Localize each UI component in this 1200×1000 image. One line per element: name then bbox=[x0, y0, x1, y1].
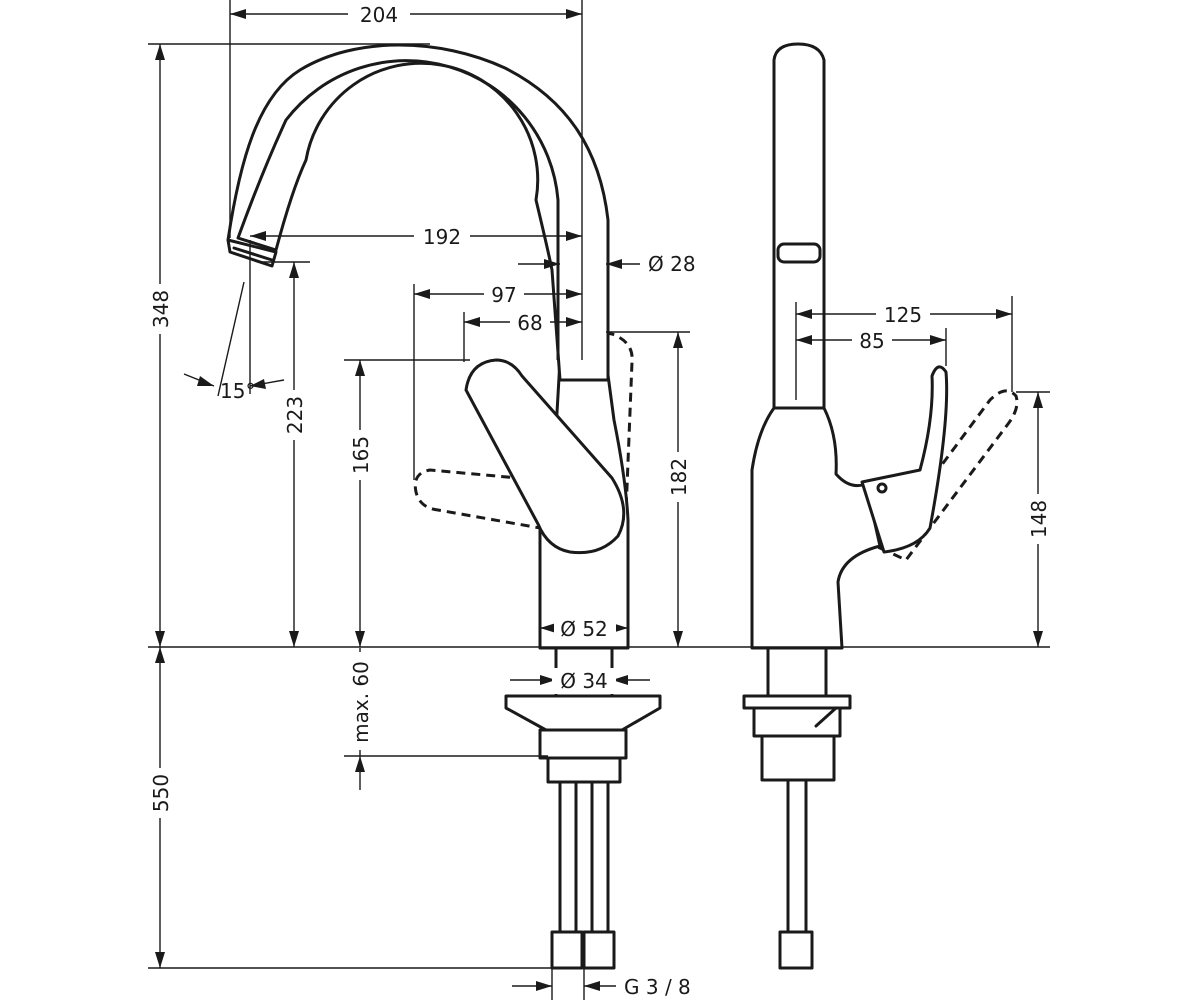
label-spout-tilt: 15° bbox=[220, 379, 255, 403]
label-spout-reach: 204 bbox=[360, 3, 398, 27]
side-hose bbox=[786, 778, 808, 934]
side-mount-plate bbox=[742, 694, 852, 710]
label-lever-reach: 68 bbox=[517, 311, 542, 335]
label-side-reach: 125 bbox=[884, 303, 922, 327]
side-lever-pin bbox=[876, 482, 888, 494]
front-hose-end-left bbox=[550, 930, 584, 970]
front-view bbox=[226, 43, 662, 970]
label-side-height: 148 bbox=[1027, 500, 1051, 538]
label-spout-diameter: Ø 28 bbox=[648, 252, 696, 276]
label-body-diameter: Ø 52 bbox=[560, 617, 608, 641]
label-body-height: 182 bbox=[667, 458, 691, 496]
front-spout bbox=[226, 43, 610, 382]
label-lever-height: 165 bbox=[349, 436, 373, 474]
front-lever bbox=[464, 358, 626, 555]
side-lever bbox=[860, 365, 949, 554]
label-lever-reach-open: 97 bbox=[491, 283, 516, 307]
label-connection: G 3 / 8 bbox=[624, 975, 691, 999]
front-hose-left bbox=[558, 780, 578, 934]
dimension-lines bbox=[148, 0, 1050, 1000]
label-aerator-height: 223 bbox=[283, 396, 307, 434]
front-aerator-ring bbox=[232, 246, 274, 262]
side-mount-nut bbox=[752, 706, 842, 738]
side-mount-washer bbox=[760, 734, 836, 782]
front-mount-washer bbox=[546, 756, 622, 784]
side-mount-clip bbox=[814, 706, 838, 728]
label-max-deck: max. 60 bbox=[349, 661, 373, 743]
front-hose-right bbox=[590, 780, 610, 934]
side-aerator bbox=[776, 242, 822, 264]
front-mount-nut bbox=[538, 728, 628, 760]
front-lever-ghost-left bbox=[413, 468, 542, 530]
label-aerator-reach: 192 bbox=[423, 225, 461, 249]
side-shank bbox=[766, 646, 828, 698]
label-shank-diameter: Ø 34 bbox=[560, 669, 608, 693]
label-side-lever: 85 bbox=[859, 329, 884, 353]
side-view bbox=[742, 42, 1019, 970]
dimension-labels: 204 192 Ø 28 97 68 15° 348 223 165 182 Ø… bbox=[148, 2, 1052, 999]
front-hose-end-right bbox=[582, 930, 616, 970]
label-total-height: 348 bbox=[149, 290, 173, 328]
side-hose-end bbox=[778, 930, 814, 970]
front-mount-plate bbox=[504, 694, 662, 732]
label-hose-length: 550 bbox=[149, 774, 173, 812]
